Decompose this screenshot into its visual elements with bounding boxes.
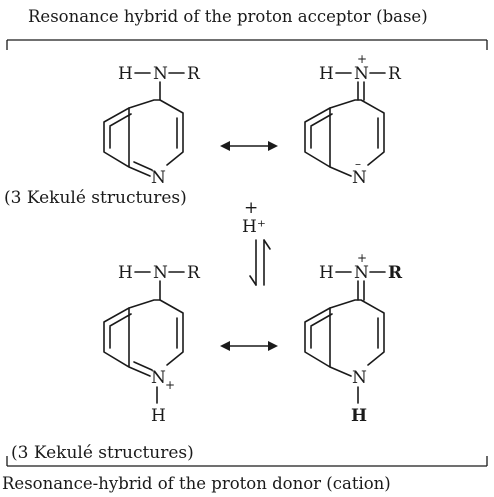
atom-h: H bbox=[319, 64, 334, 84]
atom-n-ring: N bbox=[151, 168, 166, 188]
charge-plus: + bbox=[165, 378, 175, 392]
atom-n-ring: N bbox=[151, 368, 166, 388]
charge-plus: + bbox=[357, 251, 367, 265]
atom-h: H bbox=[118, 64, 133, 84]
proton-label: H⁺ bbox=[242, 217, 266, 237]
structure-cation-iminium: H N + R N H bbox=[304, 251, 403, 426]
charge-plus: + bbox=[357, 52, 367, 66]
structure-cation-pyridinium: H N R N + H bbox=[103, 263, 201, 426]
atom-r: R bbox=[388, 263, 403, 283]
atom-n: N bbox=[354, 263, 369, 283]
atom-h-ring: H bbox=[351, 406, 367, 426]
atom-n: N bbox=[153, 64, 168, 84]
atom-n: N bbox=[354, 64, 369, 84]
bottom-caption: Resonance-hybrid of the proton donor (ca… bbox=[2, 474, 391, 493]
bottom-bracket bbox=[6, 456, 488, 467]
atom-h: H bbox=[319, 263, 334, 283]
proton-plus: + bbox=[244, 198, 258, 218]
atom-h-ring: H bbox=[151, 406, 166, 426]
top-caption: Resonance hybrid of the proton acceptor … bbox=[28, 7, 428, 26]
atom-n-ring: N bbox=[352, 368, 367, 388]
equilibrium-arrows bbox=[249, 239, 271, 286]
atom-n-ring: N bbox=[352, 168, 367, 188]
structure-base-neutral: H N R N bbox=[103, 64, 201, 188]
atom-n: N bbox=[153, 263, 168, 283]
kekule-note-bottom: (3 Kekulé structures) bbox=[11, 443, 194, 463]
atom-h: H bbox=[118, 263, 133, 283]
atom-r: R bbox=[187, 64, 201, 84]
resonance-arrow-bottom bbox=[220, 341, 278, 351]
charge-minus: – bbox=[355, 157, 361, 171]
resonance-arrow-top bbox=[220, 141, 278, 151]
top-bracket bbox=[6, 39, 488, 50]
atom-r: R bbox=[388, 64, 402, 84]
kekule-note-top: (3 Kekulé structures) bbox=[4, 188, 187, 208]
structure-base-zwitterion: H N + R – N bbox=[304, 52, 402, 188]
atom-r: R bbox=[187, 263, 201, 283]
